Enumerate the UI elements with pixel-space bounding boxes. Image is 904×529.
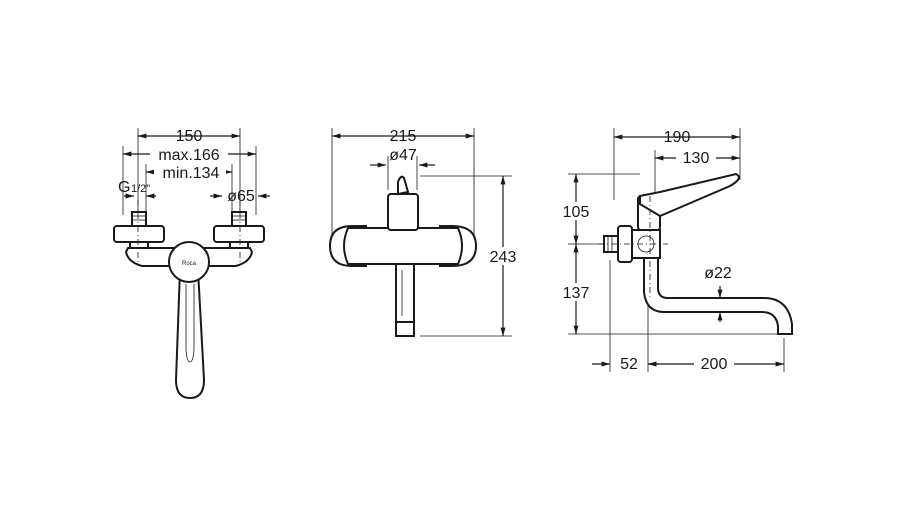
top-spout bbox=[643, 257, 793, 335]
dim-label-thread: G bbox=[118, 179, 130, 196]
left-connection-nut bbox=[131, 211, 147, 227]
dim-label-200: 200 bbox=[701, 356, 728, 373]
left-wall-plate bbox=[113, 225, 165, 243]
dim-label-150: 150 bbox=[176, 128, 203, 145]
top-view: 190 130 105 137 ø22 52 200 bbox=[558, 128, 793, 373]
front-view: 150 max.166 min.134 G 1/2" ø65 bbox=[113, 128, 270, 400]
cartridge-housing bbox=[387, 193, 419, 231]
dim-label-diameter-22: ø22 bbox=[704, 265, 732, 282]
dim-label-diameter-47: ø47 bbox=[389, 147, 417, 164]
right-wall-plate bbox=[213, 225, 265, 243]
dim-label-52: 52 bbox=[620, 356, 638, 373]
dim-label-min: min.134 bbox=[163, 165, 220, 182]
dim-label-max: max.166 bbox=[158, 147, 219, 164]
dim-label-243: 243 bbox=[490, 249, 517, 266]
dim-label-thread-fraction: 1/2" bbox=[131, 183, 150, 195]
side-mixer-body bbox=[343, 227, 463, 265]
side-view: 215 ø47 243 bbox=[328, 128, 522, 337]
side-spout bbox=[395, 263, 415, 331]
brand-logo: Roca bbox=[182, 261, 197, 267]
dim-label-190: 190 bbox=[664, 129, 691, 146]
right-connection-nut bbox=[231, 211, 247, 227]
control-disc bbox=[168, 241, 210, 283]
dim-label-215: 215 bbox=[390, 128, 417, 145]
top-lever bbox=[639, 172, 740, 218]
dim-label-137: 137 bbox=[563, 285, 590, 302]
side-lever bbox=[397, 175, 410, 196]
handle-lever bbox=[174, 269, 206, 400]
dim-label-105: 105 bbox=[563, 204, 590, 221]
dim-label-diameter-65: ø65 bbox=[227, 188, 255, 205]
dim-label-130: 130 bbox=[683, 150, 710, 167]
